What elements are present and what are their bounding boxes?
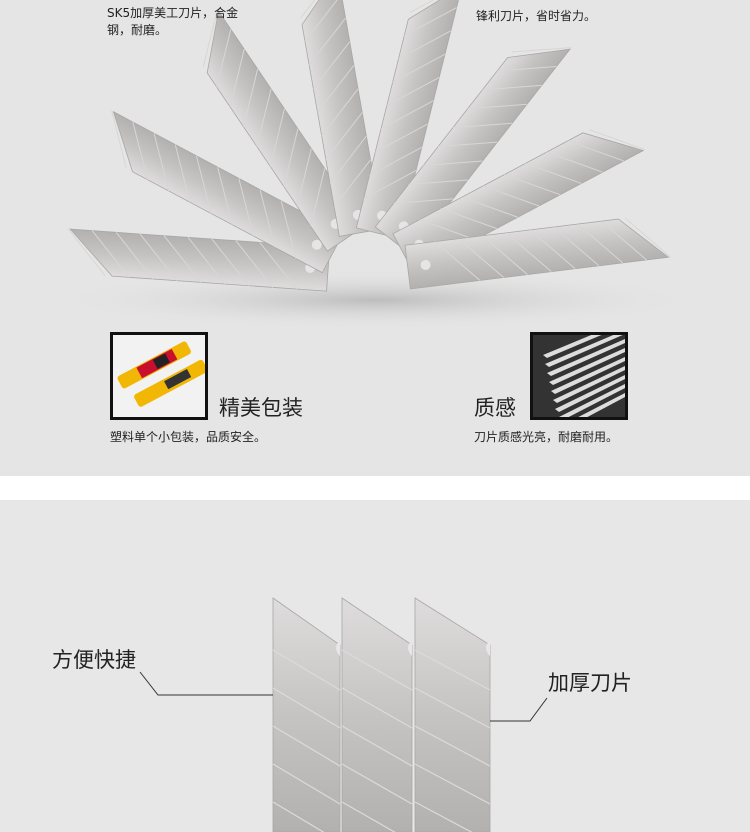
- vertical-blade: [341, 597, 413, 832]
- blade: [111, 110, 344, 274]
- blade: [404, 217, 671, 290]
- blade: [355, 0, 463, 239]
- blade-fan-image: [45, 0, 705, 330]
- blade: [202, 9, 365, 252]
- blade-detail-section: 方便快捷 加厚刀片: [0, 500, 750, 832]
- blade: [67, 228, 331, 292]
- callout-line-left: [139, 671, 273, 696]
- vertical-blade: [414, 597, 491, 832]
- blade: [300, 0, 384, 237]
- vertical-blades-image: [139, 597, 548, 832]
- packaging-description: 塑料单个小包装，品质安全。: [110, 430, 267, 444]
- blade-stack-image: [543, 335, 625, 417]
- texture-thumbnail: [530, 332, 628, 420]
- label-thick-blade: 加厚刀片: [548, 671, 632, 695]
- feature-text-sk5: SK5加厚美工刀片，合金: [107, 6, 239, 20]
- feature-section: SK5加厚美工刀片，合金 钢，耐磨。 锋利刀片，省时省力。 精美包装 塑料单个小…: [0, 0, 750, 476]
- texture-title: 质感: [474, 396, 516, 420]
- vertical-blade: [272, 597, 341, 832]
- packaging-title: 精美包装: [219, 396, 303, 420]
- label-convenient: 方便快捷: [52, 648, 136, 672]
- blade: [374, 47, 572, 255]
- feature-text-sharp: 锋利刀片，省时省力。: [476, 9, 597, 23]
- callout-line-right: [490, 697, 548, 722]
- texture-description: 刀片质感光亮，耐磨耐用。: [474, 430, 619, 444]
- package-image: [117, 341, 205, 407]
- feature-text-sk5-cont: 钢，耐磨。: [107, 23, 168, 37]
- packaging-thumbnail: [110, 332, 208, 420]
